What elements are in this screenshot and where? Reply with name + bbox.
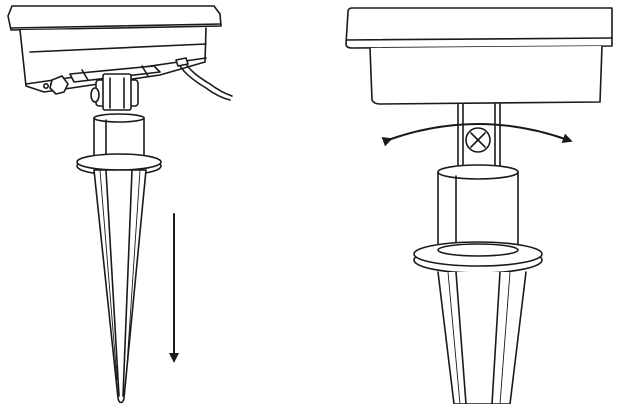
left-ground-spike: [93, 169, 147, 404]
left-cable: [175, 57, 233, 101]
right-post: [437, 164, 519, 247]
left-illustration: [7, 5, 233, 404]
cross-head-screw-icon: [465, 127, 491, 153]
left-post: [93, 113, 145, 159]
left-bracket-nut: [49, 75, 69, 95]
angle-adjust-arrow: [381, 123, 573, 147]
left-hinge: [90, 73, 139, 111]
right-ground-spike: [437, 271, 527, 404]
right-illustration: [345, 7, 613, 404]
right-solar-panel: [345, 7, 613, 105]
right-collar: [413, 241, 543, 274]
